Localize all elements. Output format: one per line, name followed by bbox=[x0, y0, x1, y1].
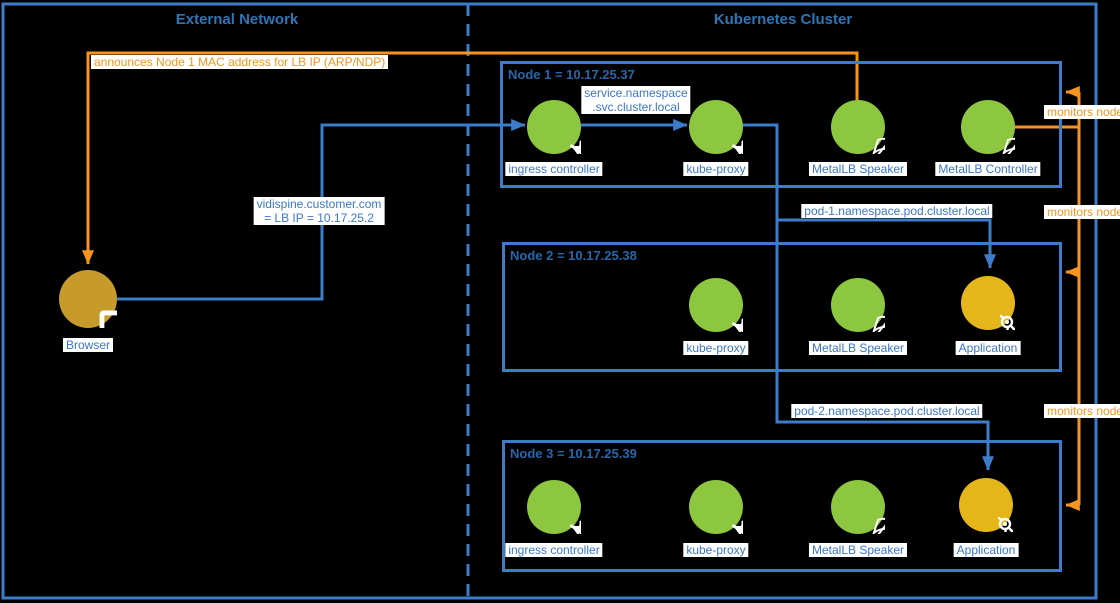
monitors-node-label: monitors node bbox=[1044, 205, 1120, 219]
region-title-external: External Network bbox=[175, 11, 299, 28]
metallb-controller-icon bbox=[961, 100, 1015, 154]
lb-dns-line2: = LB IP = 10.17.25.2 bbox=[264, 211, 374, 225]
kube-proxy-icon bbox=[689, 278, 743, 332]
kube-proxy-icon bbox=[689, 100, 743, 154]
node1-box bbox=[500, 61, 1062, 188]
pod1-dns-label: pod-1.namespace.pod.cluster.local bbox=[801, 204, 993, 218]
node3-label: Node 3 = 10.17.25.39 bbox=[510, 446, 637, 461]
component-label: kube-proxy bbox=[683, 543, 749, 557]
browser-icon bbox=[59, 270, 117, 328]
component-label: MetalLB Speaker bbox=[808, 162, 908, 176]
component-label: MetalLB Speaker bbox=[808, 341, 908, 355]
node3-box bbox=[502, 440, 1062, 572]
component-label: kube-proxy bbox=[683, 341, 749, 355]
service-dns-label: service.namespace .svc.cluster.local bbox=[581, 86, 691, 114]
component-label: MetalLB Speaker bbox=[808, 543, 908, 557]
application-icon bbox=[959, 478, 1013, 532]
application-icon bbox=[961, 276, 1015, 330]
lb-dns-line1: vidispine.customer.com bbox=[256, 197, 382, 211]
metallb-speaker-icon bbox=[831, 278, 885, 332]
component-label: MetalLB Controller bbox=[935, 162, 1041, 176]
monitors-node-label: monitors node bbox=[1044, 105, 1120, 119]
node1-label: Node 1 = 10.17.25.37 bbox=[508, 67, 635, 82]
service-dns-line1: service.namespace bbox=[584, 86, 688, 100]
browser-label: Browser bbox=[62, 338, 114, 352]
component-label: ingress controller bbox=[505, 543, 603, 557]
ingress-controller-icon bbox=[527, 100, 581, 154]
component-label: Application bbox=[953, 543, 1019, 557]
pod2-dns-label: pod-2.namespace.pod.cluster.local bbox=[791, 404, 983, 418]
component-label: ingress controller bbox=[505, 162, 603, 176]
node2-label: Node 2 = 10.17.25.38 bbox=[510, 248, 637, 263]
monitors-node-label: monitors node bbox=[1044, 404, 1120, 418]
metallb-speaker-icon bbox=[831, 100, 885, 154]
kube-proxy-icon bbox=[689, 480, 743, 534]
region-title-cluster: Kubernetes Cluster bbox=[713, 11, 853, 28]
ingress-controller-icon bbox=[527, 480, 581, 534]
component-label: Application bbox=[955, 341, 1021, 355]
service-dns-line2: .svc.cluster.local bbox=[592, 100, 680, 114]
node2-box bbox=[502, 242, 1062, 372]
metallb-speaker-icon bbox=[831, 480, 885, 534]
component-label: kube-proxy bbox=[683, 162, 749, 176]
announce-label: announces Node 1 MAC address for LB IP (… bbox=[91, 55, 389, 69]
lb-dns-label: vidispine.customer.com = LB IP = 10.17.2… bbox=[253, 197, 385, 225]
